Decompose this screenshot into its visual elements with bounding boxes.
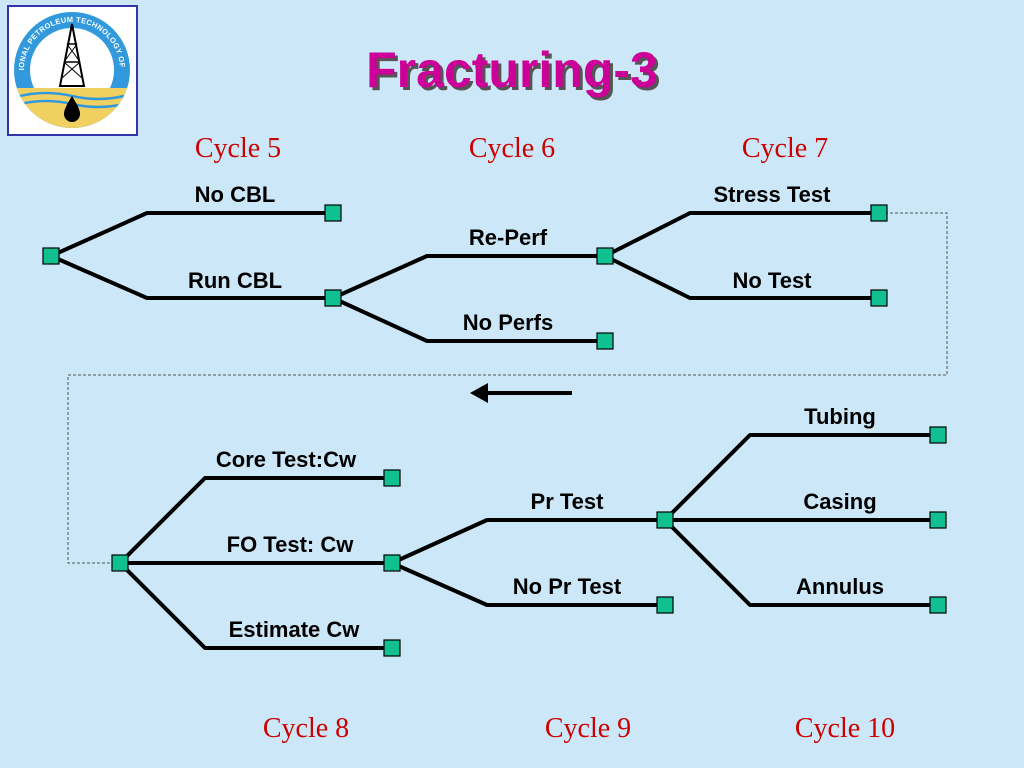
cycle-label-10: Cycle 10: [795, 713, 895, 744]
label-tubing: Tubing: [804, 404, 876, 429]
node-core-test: [383, 469, 401, 487]
label-pr-test: Pr Test: [531, 489, 605, 514]
node-annulus: [929, 596, 947, 614]
label-stress-test: Stress Test: [714, 182, 832, 207]
node-tubing: [929, 426, 947, 444]
cycle-label-8: Cycle 8: [263, 713, 349, 744]
node-root-bottom: [111, 554, 129, 572]
cycle-label-5: Cycle 5: [195, 133, 281, 164]
label-estimate-cw: Estimate Cw: [229, 617, 361, 642]
label-annulus: Annulus: [796, 574, 884, 599]
cycle-label-9: Cycle 9: [545, 713, 631, 744]
derrick-icon: [58, 23, 86, 87]
node-re-perf: [596, 247, 614, 265]
label-no-test: No Test: [732, 268, 812, 293]
node-casing: [929, 511, 947, 529]
node-no-pr-test: [656, 596, 674, 614]
oil-drop-icon: [64, 96, 80, 122]
node-no-test: [870, 289, 888, 307]
decision-nodes: [42, 204, 947, 657]
label-run-cbl: Run CBL: [188, 268, 282, 293]
cycle-label-7: Cycle 7: [742, 133, 828, 164]
node-no-perfs: [596, 332, 614, 350]
label-re-perf: Re-Perf: [469, 225, 548, 250]
node-no-cbl: [324, 204, 342, 222]
page-title: Fracturing-3: [366, 42, 658, 98]
node-pr-test: [656, 511, 674, 529]
label-no-pr-test: No Pr Test: [513, 574, 622, 599]
node-fo-test: [383, 554, 401, 572]
label-core-test: Core Test:Cw: [216, 447, 357, 472]
page-title-shadow: Fracturing-3: [369, 45, 661, 101]
dashed-connector: [67, 212, 948, 564]
node-run-cbl: [324, 289, 342, 307]
label-no-perfs: No Perfs: [463, 310, 553, 335]
label-fo-test: FO Test: Cw: [227, 532, 355, 557]
node-stress-test: [870, 204, 888, 222]
label-casing: Casing: [803, 489, 876, 514]
npto-logo: NATIONAL PETROLEUM TECHNOLOGY OFFICE: [0, 0, 138, 136]
cycle-label-6: Cycle 6: [469, 133, 555, 164]
branch-lines: [49, 211, 940, 650]
node-estimate-cw: [383, 639, 401, 657]
label-no-cbl: No CBL: [195, 182, 276, 207]
left-arrow-icon: [470, 383, 572, 403]
node-root-top: [42, 247, 60, 265]
